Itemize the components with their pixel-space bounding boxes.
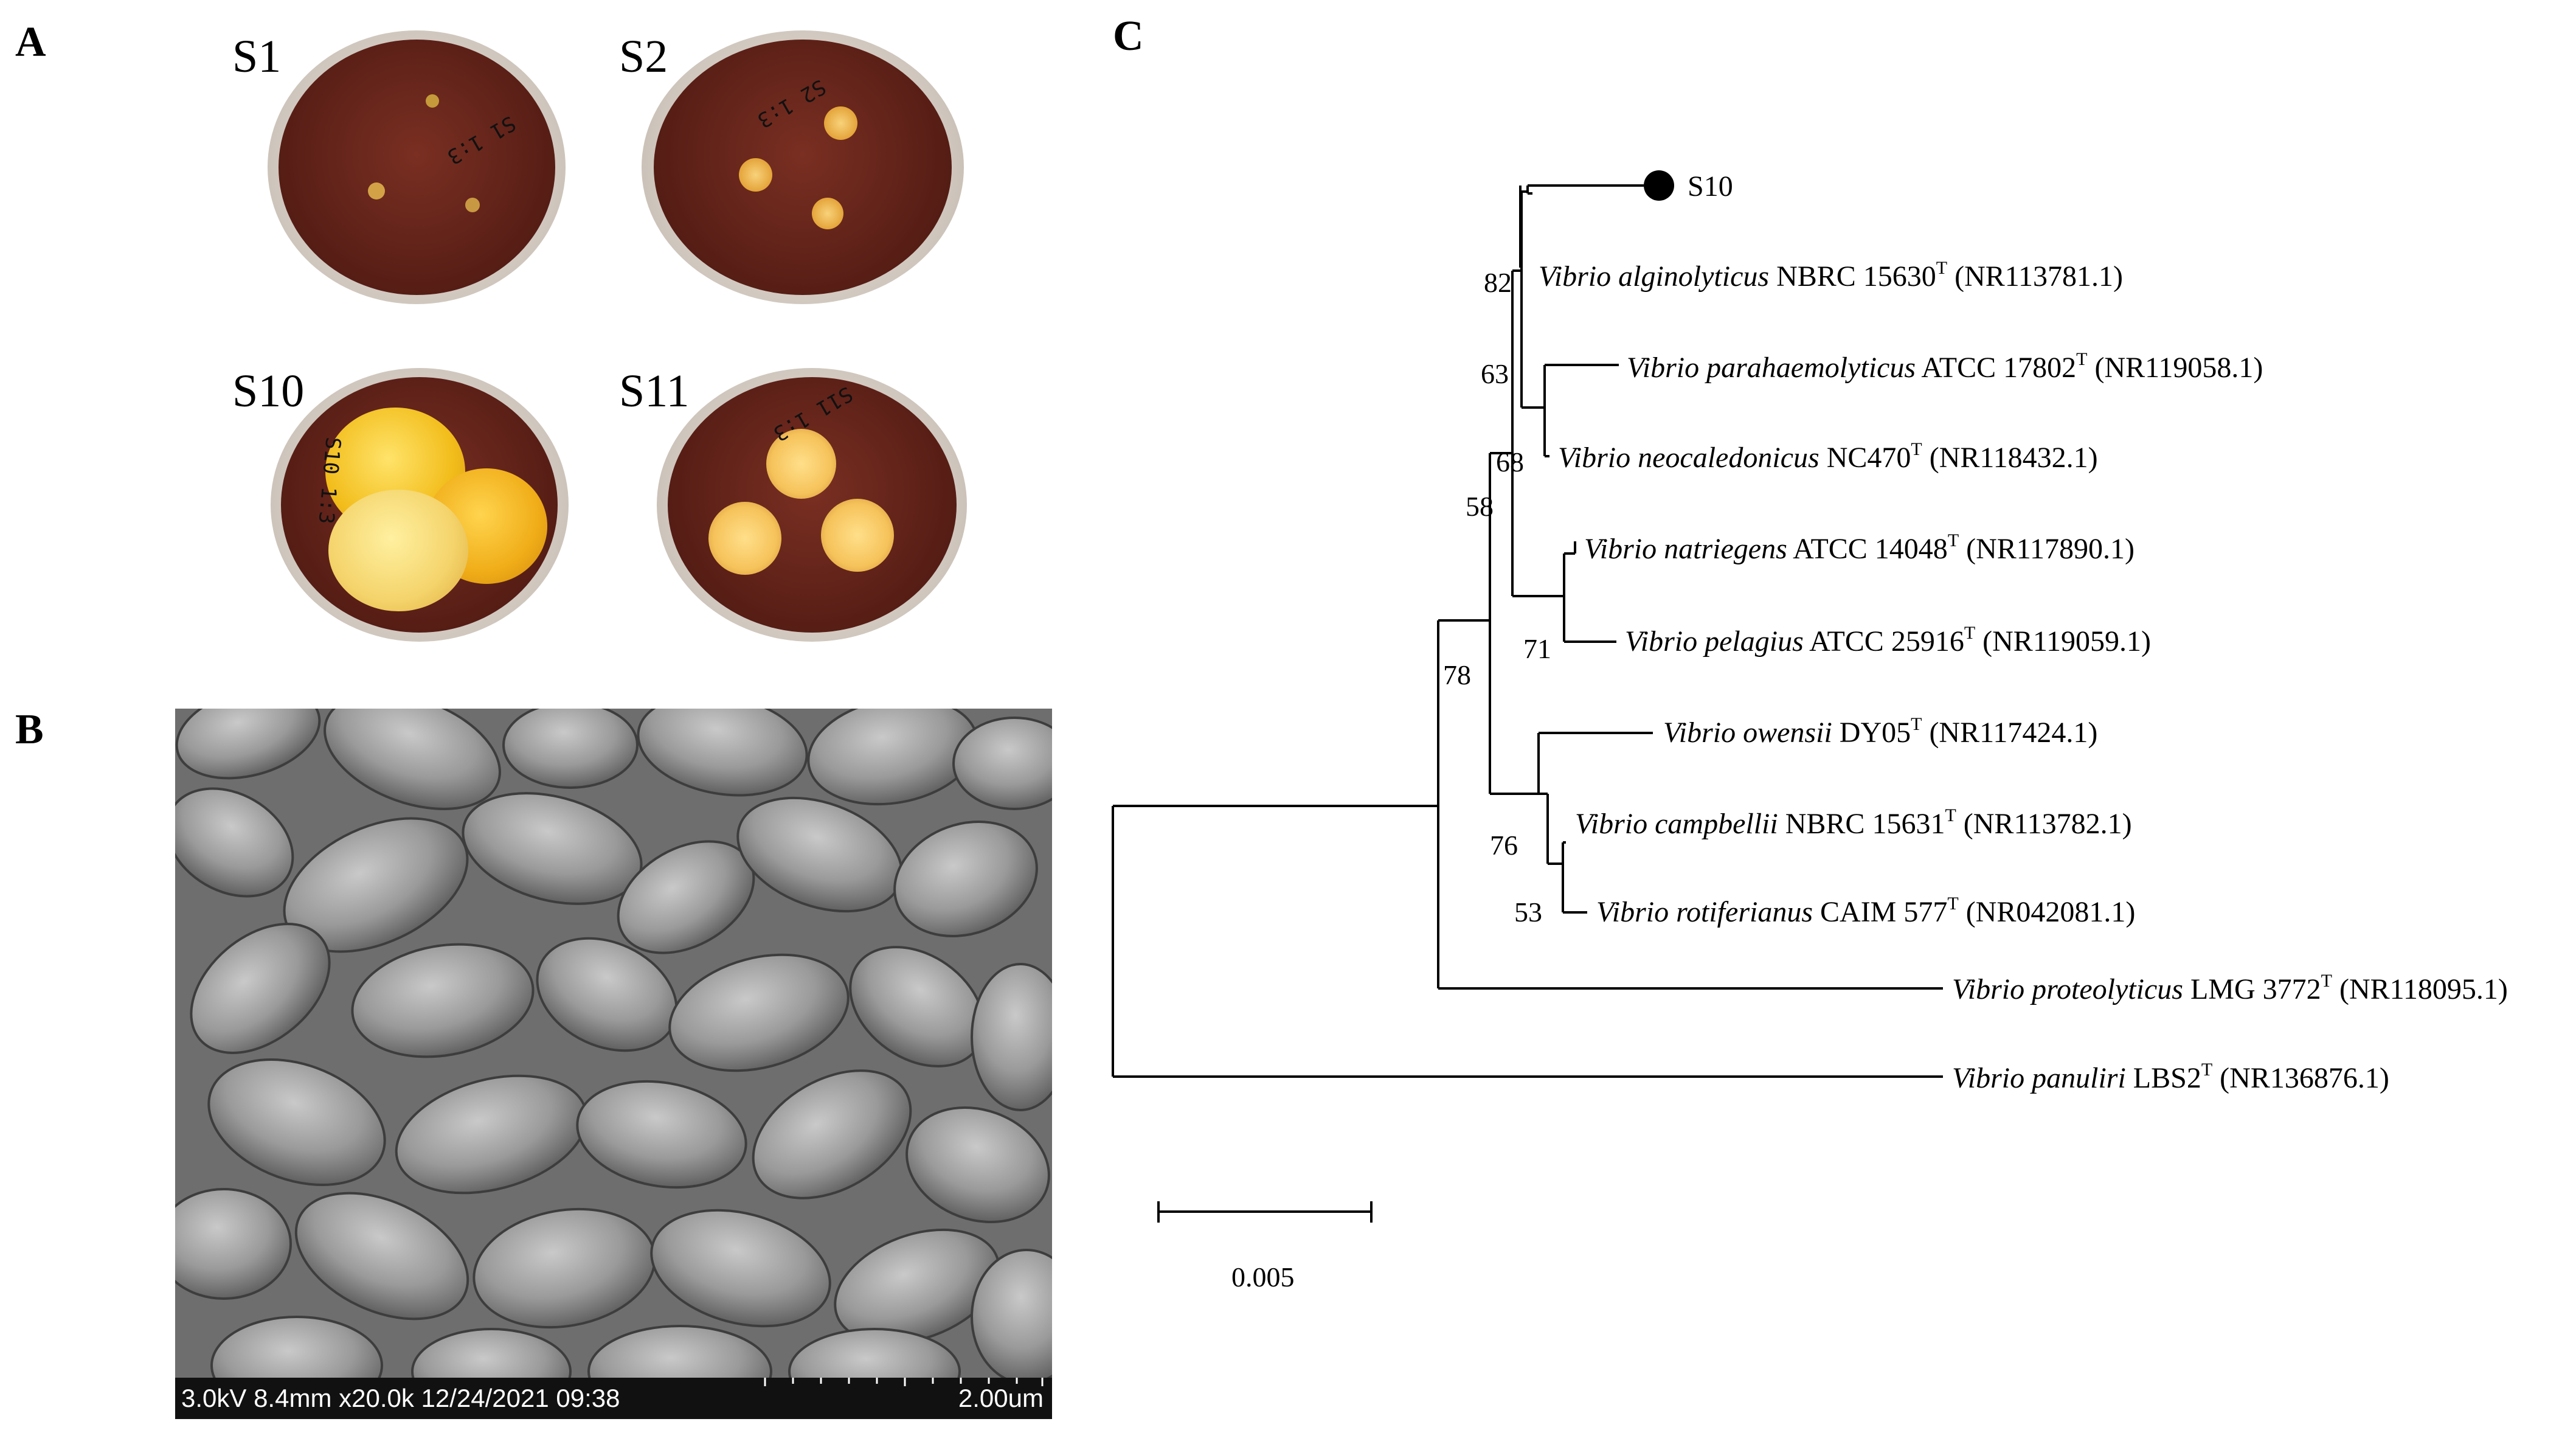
plate-name: S1	[232, 31, 282, 82]
bootstrap-value: 63	[1481, 358, 1509, 389]
colony	[824, 106, 857, 140]
colony	[821, 499, 894, 572]
plate-s11: S11 S11 1:3	[614, 366, 967, 657]
plate-name: S11	[619, 366, 690, 417]
leaf-label: Vibrio neocaledonicus NC470T (NR118432.1…	[1558, 439, 2098, 474]
leaf-label: Vibrio pelagius ATCC 25916T (NR119059.1)	[1625, 623, 2151, 658]
bootstrap-value: 68	[1496, 446, 1524, 477]
leaf-label: Vibrio alginolyticus NBRC 15630T (NR1137…	[1539, 258, 2123, 293]
bootstrap-value: 76	[1490, 830, 1518, 861]
agar-medium	[279, 40, 555, 295]
agar-medium	[654, 40, 952, 295]
bootstrap-value: 78	[1443, 659, 1471, 690]
sem-scale-label: 2.00um	[958, 1384, 1044, 1412]
panel-label-a: A	[15, 19, 46, 66]
leaf-label: Vibrio panuliri LBS2T (NR136876.1)	[1952, 1060, 2389, 1094]
panel-label-c: C	[1113, 13, 1144, 60]
scale-bar-label: 0.005	[1231, 1262, 1295, 1293]
plate-s1: S1 S1 1:3	[225, 30, 566, 322]
plate-s2: S2 S2 1:3	[614, 30, 964, 322]
plate-name: S10	[232, 366, 305, 417]
plate-name: S2	[619, 31, 668, 82]
colony	[812, 198, 843, 229]
leaf-label: Vibrio campbellii NBRC 15631T (NR113782.…	[1575, 805, 2132, 840]
leaf-s10: S10	[1688, 170, 1733, 203]
bootstrap-value: 58	[1466, 491, 1494, 522]
tree-branches	[1112, 184, 1943, 1078]
colony	[708, 502, 781, 575]
colony	[739, 158, 772, 192]
agar-medium	[668, 377, 957, 633]
scale-bar-ticks	[764, 1378, 1044, 1386]
colony	[766, 429, 836, 499]
bootstrap-value: 71	[1523, 633, 1551, 664]
tree-scale-bar	[1157, 1201, 1373, 1223]
sem-metadata: 3.0kV 8.4mm x20.0k 12/24/2021 09:38	[181, 1384, 620, 1412]
bacteria-cells	[175, 709, 1052, 1418]
phylogenetic-tree: S10 Vibrio alginolyticus NBRC 15630T (NR…	[1112, 170, 2508, 1293]
colony	[368, 182, 385, 200]
leaf-label: Vibrio rotiferianus CAIM 577T (NR042081.…	[1596, 894, 2135, 928]
sem-info-bar: 3.0kV 8.4mm x20.0k 12/24/2021 09:38 2.00…	[175, 1378, 1052, 1419]
leaf-label: Vibrio owensii DY05T (NR117424.1)	[1663, 714, 2097, 749]
colony	[426, 94, 439, 108]
leaf-label: Vibrio natriegens ATCC 14048T (NR117890.…	[1584, 530, 2135, 565]
panel-label-b: B	[15, 706, 44, 753]
leaf-label: Vibrio parahaemolyticus ATCC 17802T (NR1…	[1627, 349, 2263, 384]
bootstrap-value: 53	[1514, 897, 1542, 928]
sem-micrograph: 3.0kV 8.4mm x20.0k 12/24/2021 09:38 2.00…	[175, 709, 1052, 1419]
bootstrap-value: 82	[1484, 267, 1512, 298]
leaf-label: Vibrio proteolyticus LMG 3772T (NR118095…	[1952, 971, 2508, 1005]
plate-s10: S10 S10 1:3	[225, 366, 569, 657]
colony	[465, 198, 480, 212]
colony	[328, 490, 468, 611]
s10-marker-dot	[1644, 170, 1674, 201]
